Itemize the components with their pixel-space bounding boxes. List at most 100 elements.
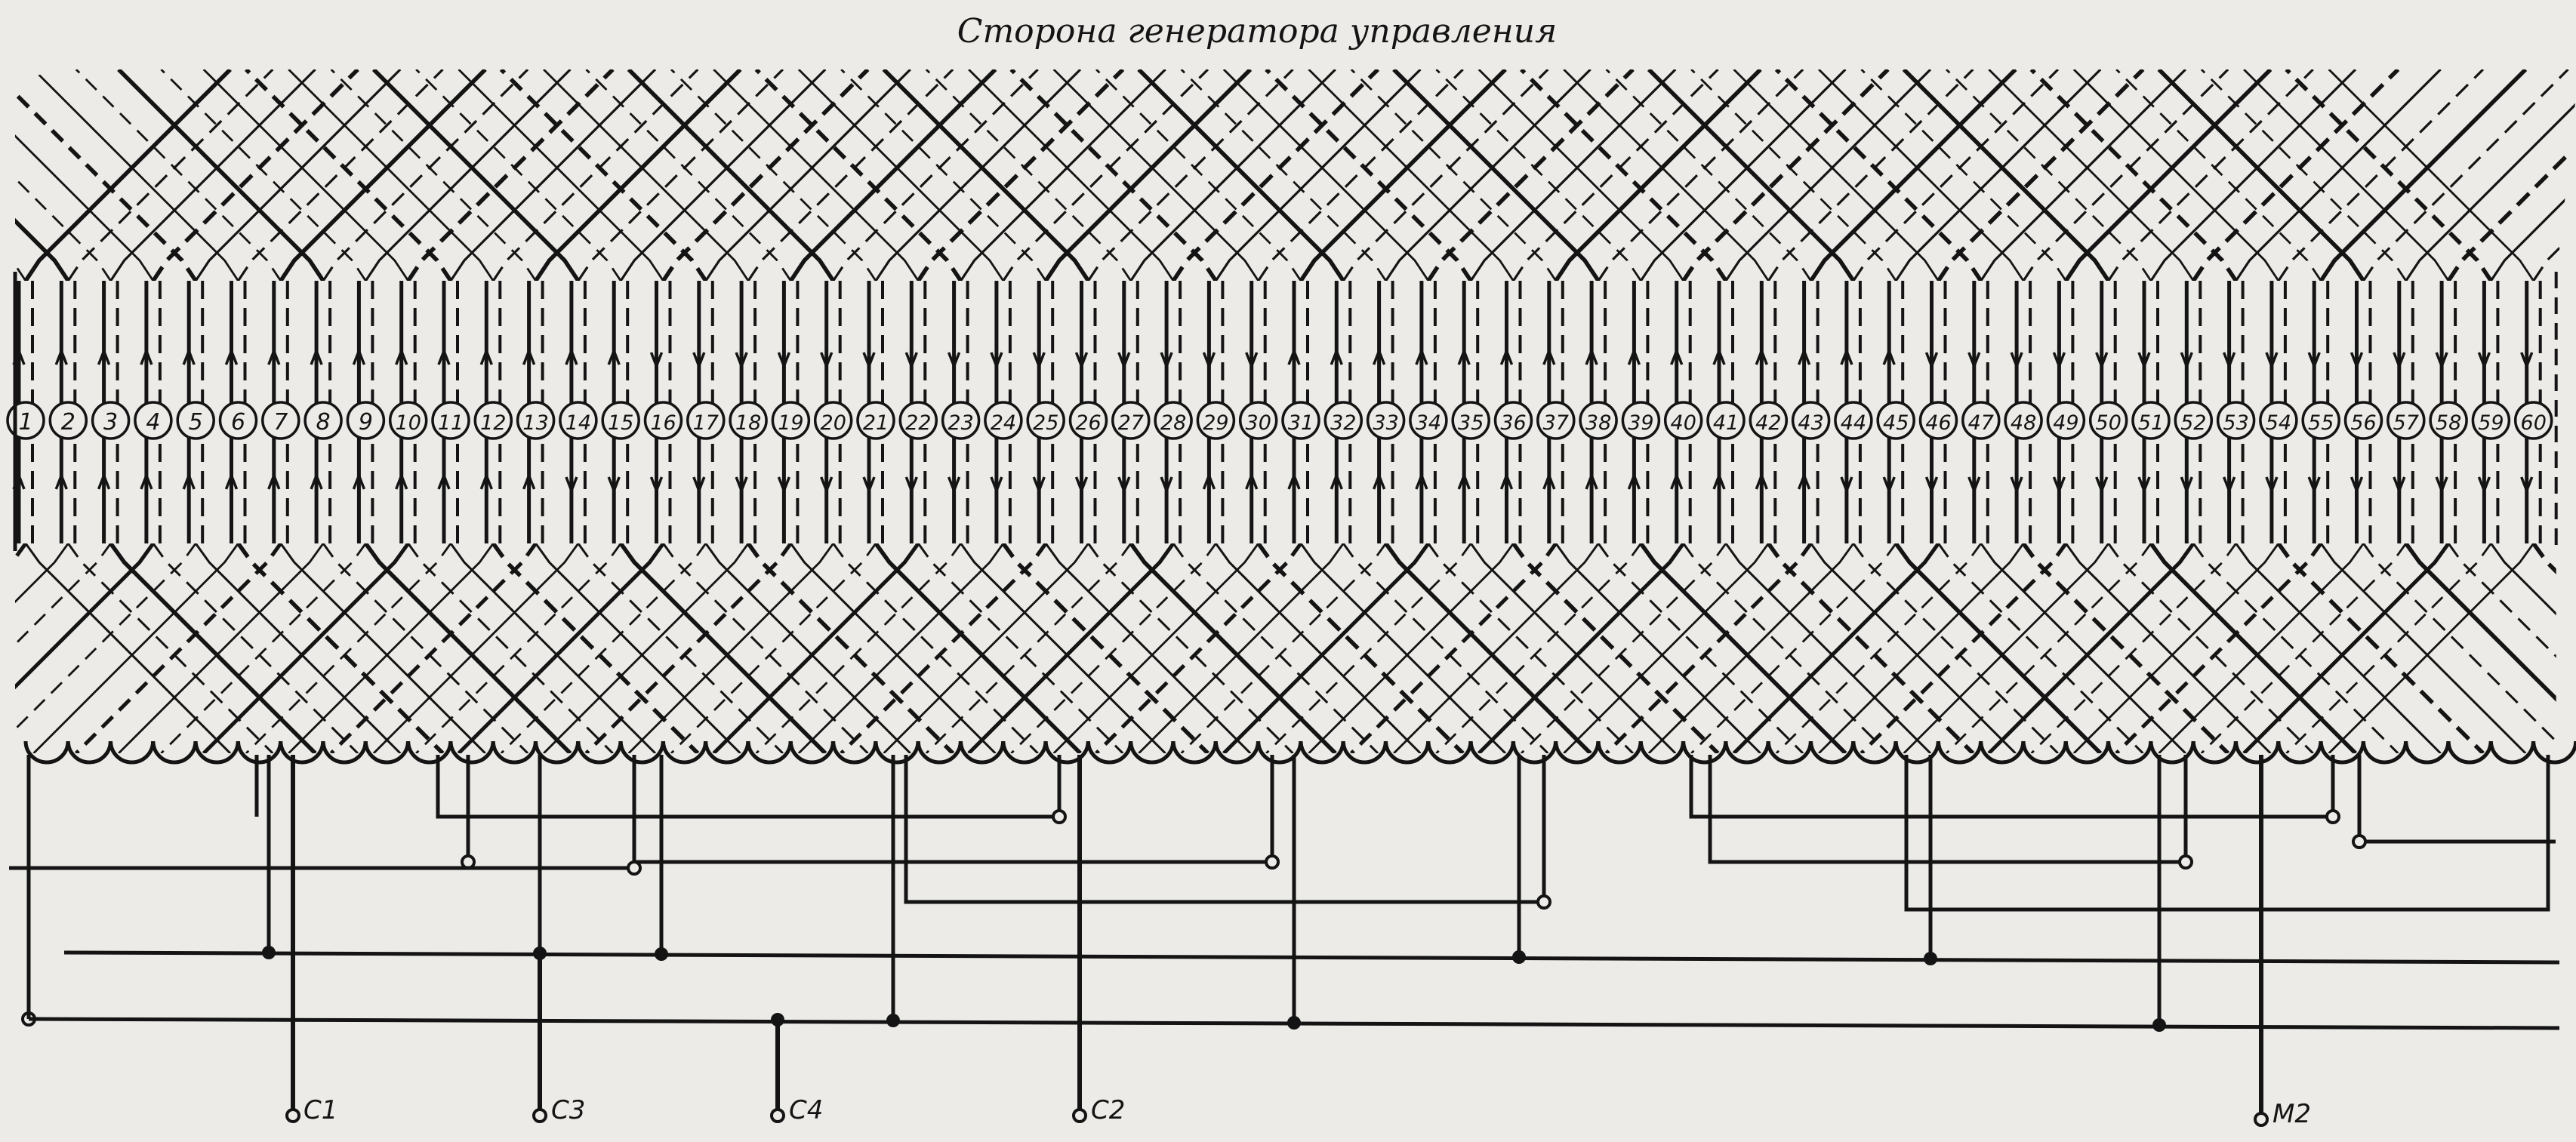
slot-number-8: 8	[316, 409, 331, 436]
lower-coil-lead	[1129, 543, 1337, 753]
arrow-lower-18	[735, 476, 748, 494]
end-loop	[2404, 740, 2451, 765]
lower-coil-return	[925, 543, 1132, 753]
upper-coil-lead	[1171, 69, 1380, 281]
end-loop	[534, 740, 581, 765]
slot-number-4: 4	[146, 409, 160, 436]
upper-coil-return	[670, 69, 877, 281]
arrow-lower-48	[2010, 476, 2023, 494]
slot-58: 58	[2429, 281, 2468, 543]
arrow-lower-43	[1797, 472, 1811, 490]
connection-wire	[632, 755, 1274, 864]
terminal-label-c2: C2	[1091, 1095, 1125, 1125]
lower-coil-lead	[662, 543, 869, 753]
slot-circle-2	[48, 401, 88, 440]
arrow-upper-51	[2137, 352, 2151, 370]
slot-circle-40	[1663, 401, 1703, 440]
junction-dot	[1924, 952, 1937, 965]
lower-coil-lead	[2065, 543, 2272, 753]
slot-number-16: 16	[650, 411, 676, 435]
terminal-c2[interactable]	[1072, 1108, 1087, 1123]
upper-coil-return	[160, 69, 367, 281]
lower-coil-return	[329, 543, 538, 753]
arrow-lower-30	[1245, 472, 1259, 490]
slot-14: 14	[559, 281, 598, 543]
arrow-lower-12	[479, 472, 493, 490]
slot-number-51: 51	[2138, 411, 2164, 435]
arrow-upper-20	[820, 352, 834, 370]
upper-coil-return	[15, 69, 112, 281]
arrow-lower-21	[862, 476, 876, 494]
lower-coil-return	[1180, 543, 1387, 753]
end-loop	[2276, 740, 2323, 765]
lower-coil-return	[15, 543, 112, 753]
slot-number-31: 31	[1288, 411, 1314, 435]
arrow-lower-9	[352, 472, 366, 490]
arrow-lower-7	[267, 472, 281, 490]
slot-13: 13	[516, 281, 556, 543]
lower-coil-return	[2285, 543, 2492, 753]
arrow-upper-34	[1415, 347, 1428, 365]
lower-coil-lead	[1087, 543, 1294, 753]
arrow-upper-47	[1967, 352, 1981, 370]
upper-coil-lead	[1597, 69, 1804, 281]
lower-coil-return	[670, 543, 877, 753]
slot-59: 59	[2471, 281, 2511, 543]
end-loop	[1213, 740, 1260, 765]
slot-44: 44	[1834, 281, 1873, 543]
end-loop	[1384, 740, 1431, 765]
lower-coil-return	[543, 543, 750, 753]
arrow-upper-9	[352, 347, 366, 365]
slot-16: 16	[643, 281, 683, 543]
slot-4: 4	[134, 281, 173, 543]
terminal-c1[interactable]	[285, 1108, 300, 1123]
lower-coil-return	[1265, 543, 1472, 753]
slot-33: 33	[1366, 281, 1406, 543]
slot-number-40: 40	[1671, 411, 1696, 435]
connection-wire	[904, 755, 1546, 904]
end-loop	[959, 740, 1006, 765]
arrow-lower-25	[1032, 476, 1046, 494]
terminal-c4[interactable]	[770, 1108, 785, 1123]
slot-circle-20	[813, 401, 853, 440]
slot-number-7: 7	[273, 409, 288, 436]
slot-number-55: 55	[2308, 411, 2334, 435]
slot-number-44: 44	[1841, 411, 1866, 435]
lower-coil-lead	[364, 543, 572, 753]
slot-number-19: 19	[778, 411, 803, 435]
upper-coil-return	[1860, 69, 2067, 281]
slot-circle-34	[1409, 401, 1448, 440]
slot-53: 53	[2216, 281, 2256, 543]
upper-coil-return	[882, 69, 1090, 281]
end-loop	[1809, 740, 1856, 765]
terminal-c3[interactable]	[532, 1108, 547, 1123]
arrow-lower-26	[1074, 476, 1089, 494]
slot-number-28: 28	[1160, 411, 1186, 435]
upper-coil-lead	[279, 69, 487, 281]
arrow-upper-22	[904, 352, 918, 370]
terminal-m2[interactable]	[2254, 1112, 2269, 1127]
lower-coil-return	[288, 543, 495, 753]
lower-coil-lead	[449, 543, 657, 753]
arrow-upper-39	[1627, 347, 1641, 365]
lower-coil-lead	[24, 543, 232, 753]
lower-coil-lead	[1427, 543, 1634, 753]
slot-number-12: 12	[480, 411, 506, 435]
arrow-upper-53	[2222, 352, 2236, 370]
slot-number-10: 10	[396, 411, 421, 435]
upper-coil-return	[415, 69, 622, 281]
terminal-leads: C1 C3 C4 C2 M2	[285, 755, 2311, 1129]
arrow-lower-32	[1330, 472, 1343, 490]
lower-coil-lead	[1597, 543, 1804, 753]
lower-coil-return	[627, 543, 834, 753]
slot-circle-10	[388, 401, 428, 440]
arrow-lower-8	[310, 472, 323, 490]
upper-coil-return	[543, 69, 750, 281]
arrow-upper-55	[2307, 352, 2321, 370]
lower-coil-lead	[67, 543, 274, 753]
lower-coil-return	[1308, 543, 1514, 753]
end-loop	[1043, 740, 1090, 765]
slot-57: 57	[2386, 281, 2426, 543]
upper-coil-lead	[577, 69, 784, 281]
